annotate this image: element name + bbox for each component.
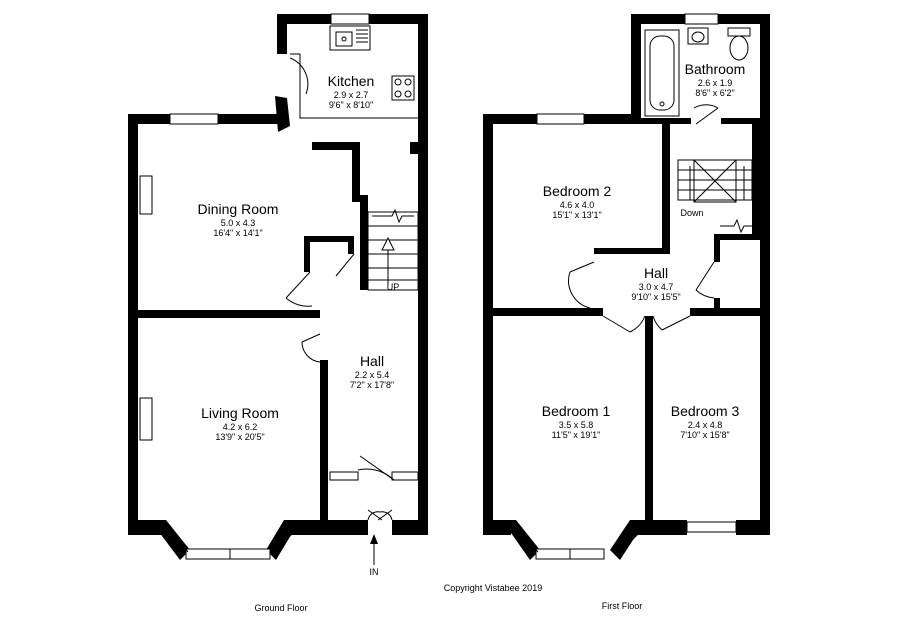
entry-arrow: IN <box>370 534 379 577</box>
room-metric: 2.4 x 4.8 <box>688 420 723 430</box>
room-name: Kitchen <box>328 73 375 89</box>
room-kitchen: Kitchen 2.9 x 2.7 9'6" x 8'10" <box>328 73 375 110</box>
room-bedroom-1: Bedroom 1 3.5 x 5.8 11'5" x 19'1" <box>542 403 611 440</box>
room-imperial: 15'1" x 13'1" <box>552 210 601 220</box>
room-imperial: 9'6" x 8'10" <box>329 100 373 110</box>
bathroom-fixtures <box>644 27 751 125</box>
room-name: Living Room <box>201 405 279 421</box>
room-imperial: 9'10" x 15'5" <box>631 292 680 302</box>
room-hall-first: Hall 3.0 x 4.7 9'10" x 15'5" <box>631 265 680 302</box>
room-bedroom-3: Bedroom 3 2.4 x 4.8 7'10" x 15'8" <box>671 403 740 440</box>
room-name: Bedroom 1 <box>542 403 611 419</box>
room-bathroom: Bathroom 2.6 x 1.9 8'6" x 6'2" <box>685 61 746 98</box>
room-metric: 3.5 x 5.8 <box>559 420 594 430</box>
first-floor-label: First Floor <box>602 601 643 611</box>
room-metric: 2.2 x 5.4 <box>355 370 390 380</box>
room-imperial: 16'4" x 14'1" <box>213 228 262 238</box>
room-metric: 4.6 x 4.0 <box>560 200 595 210</box>
room-dining: Dining Room 5.0 x 4.3 16'4" x 14'1" <box>198 201 279 238</box>
kitchen-fixtures <box>289 25 418 119</box>
ground-floor-stairs: UP <box>367 208 419 292</box>
room-bedroom-2: Bedroom 2 4.6 x 4.0 15'1" x 13'1" <box>543 183 612 220</box>
first-floor-doors <box>568 261 715 333</box>
room-metric: 3.0 x 4.7 <box>639 282 674 292</box>
entry-label: IN <box>370 567 379 577</box>
first-floor-stairs: Down <box>677 159 753 234</box>
room-metric: 4.2 x 6.2 <box>223 422 258 432</box>
room-metric: 2.6 x 1.9 <box>698 78 733 88</box>
copyright-text: Copyright Vistabee 2019 <box>444 583 542 593</box>
room-imperial: 7'2" x 17'8" <box>350 380 394 390</box>
stairs-up-label: UP <box>387 282 400 292</box>
ground-floor-walls <box>128 14 428 560</box>
room-name: Dining Room <box>198 201 279 217</box>
room-imperial: 11'5" x 19'1" <box>552 430 601 440</box>
room-living: Living Room 4.2 x 6.2 13'9" x 20'5" <box>201 405 279 442</box>
first-floor-windows <box>517 13 737 560</box>
room-imperial: 7'10" x 15'8" <box>680 430 729 440</box>
first-floor-walls <box>483 14 770 560</box>
room-hall-ground: Hall 2.2 x 5.4 7'2" x 17'8" <box>350 353 394 390</box>
first-floor: Down Bathroom 2.6 x 1.9 8'6" x 6'2" Bedr… <box>483 13 770 611</box>
room-name: Hall <box>644 265 668 281</box>
room-name: Bedroom 3 <box>671 403 740 419</box>
ground-floor-windows <box>139 13 370 560</box>
room-name: Bathroom <box>685 61 746 77</box>
room-metric: 5.0 x 4.3 <box>221 218 256 228</box>
room-name: Hall <box>360 353 384 369</box>
ground-floor: UP IN Kitchen 2.9 x 2.7 9'6" x 8'10" Din… <box>128 13 428 613</box>
ground-floor-doors <box>285 253 419 521</box>
room-name: Bedroom 2 <box>543 183 612 199</box>
stairs-down-label: Down <box>680 208 703 218</box>
room-imperial: 8'6" x 6'2" <box>695 88 734 98</box>
room-metric: 2.9 x 2.7 <box>334 90 369 100</box>
entry-arrow-icon <box>370 534 378 544</box>
ground-floor-label: Ground Floor <box>254 603 307 613</box>
room-imperial: 13'9" x 20'5" <box>215 432 264 442</box>
stairs-up-arrow-icon <box>381 236 395 251</box>
